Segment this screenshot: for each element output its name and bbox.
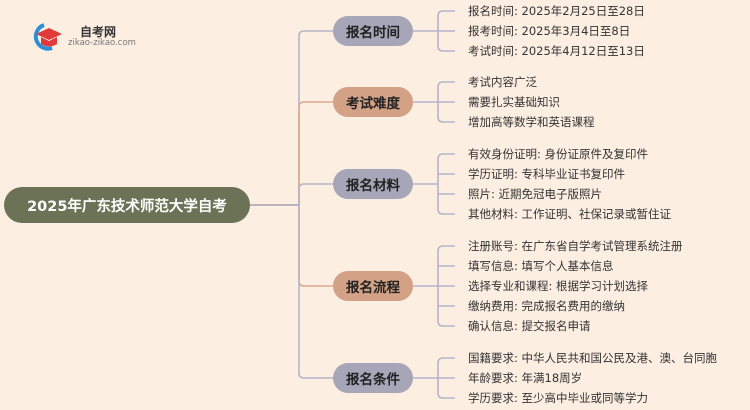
graduation-cap-icon <box>33 23 62 51</box>
branch-node: 报名时间 <box>333 16 413 46</box>
branch-node: 考试难度 <box>333 87 413 117</box>
logo-url: zikao-zikao.com <box>68 38 136 48</box>
leaf-item: 注册账号: 在广东省自学考试管理系统注册 <box>468 239 683 253</box>
branch-node: 报名材料 <box>333 169 413 199</box>
leaf-item: 其他材料: 工作证明、社保记录或暂住证 <box>468 207 672 221</box>
leaf-item: 考试时间: 2025年4月12日至13日 <box>468 44 645 58</box>
leaf-item: 照片: 近期免冠电子版照片 <box>468 187 603 201</box>
leaf-item: 国籍要求: 中华人民共和国公民及港、澳、台同胞 <box>468 351 718 365</box>
leaf-item: 年龄要求: 年满18周岁 <box>468 371 583 385</box>
leaf-item: 有效身份证明: 身份证原件及复印件 <box>468 147 649 161</box>
leaf-item: 考试内容广泛 <box>468 75 537 89</box>
central-topic: 2025年广东技术师范大学自考 <box>4 187 250 223</box>
leaf-item: 填写信息: 填写个人基本信息 <box>468 259 614 273</box>
branch-connector <box>250 183 333 206</box>
leaf-item: 需要扎实基础知识 <box>468 95 560 109</box>
leaf-item: 确认信息: 提交报名申请 <box>468 319 591 333</box>
branch-connector <box>250 30 333 206</box>
leaf-item: 学历证明: 专科毕业证书复印件 <box>468 167 626 181</box>
branch-connector <box>250 204 333 379</box>
branch-connector <box>250 204 333 287</box>
logo: 自考网 zikao-zikao.com <box>30 20 140 52</box>
logo-title: 自考网 <box>80 25 117 39</box>
leaf-bracket <box>437 153 455 215</box>
leaf-item: 缴纳费用: 完成报名费用的缴纳 <box>468 299 626 313</box>
leaf-item: 学历要求: 至少高中毕业或同等学力 <box>468 391 649 405</box>
branch-connector <box>250 101 333 206</box>
leaf-item: 报考时间: 2025年3月4日至8日 <box>468 24 631 38</box>
branch-node: 报名流程 <box>333 271 413 301</box>
leaf-item: 增加高等数学和英语课程 <box>468 115 595 129</box>
leaf-item: 报名时间: 2025年2月25日至28日 <box>468 4 645 18</box>
branch-node: 报名条件 <box>333 363 413 393</box>
leaf-item: 选择专业和课程: 根据学习计划选择 <box>468 279 649 293</box>
